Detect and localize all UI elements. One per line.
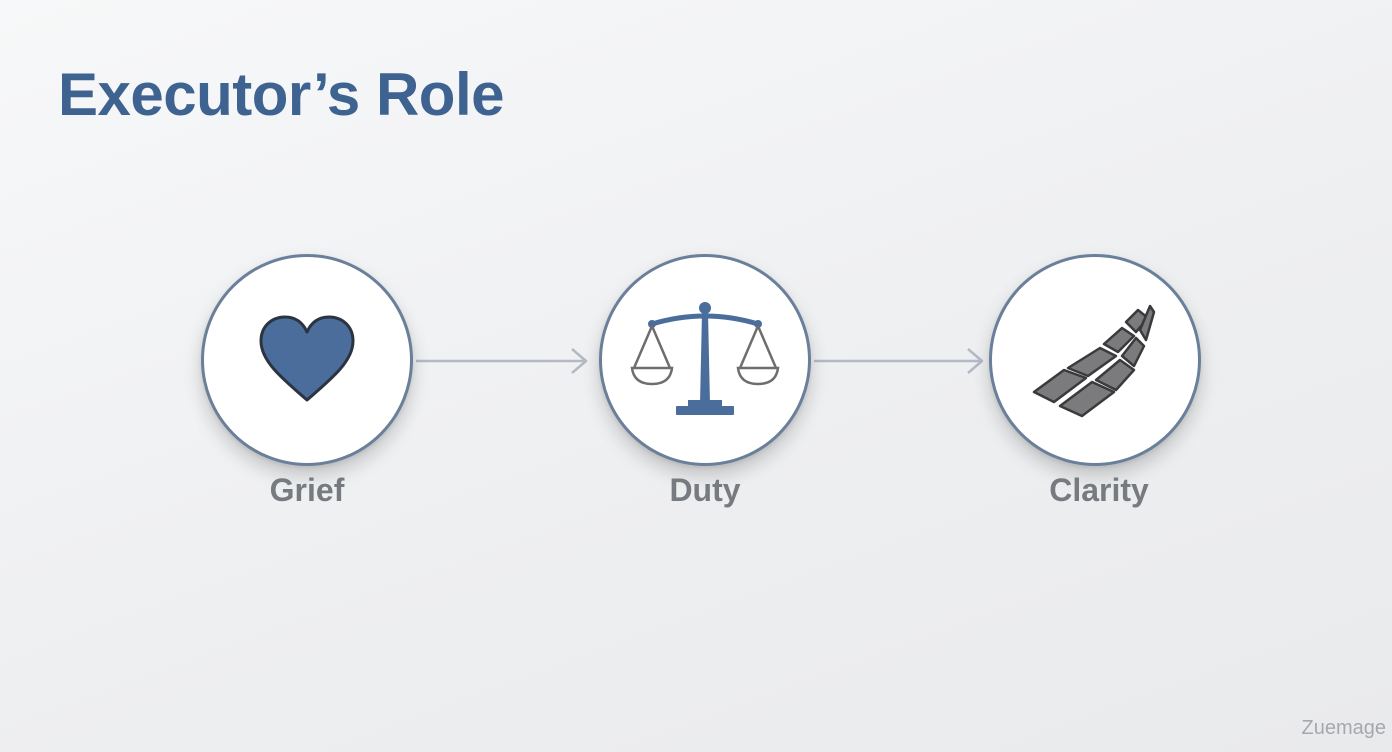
arrow-duty-to-clarity	[814, 348, 984, 374]
path-tiles-icon	[1032, 304, 1156, 418]
scales-icon	[630, 302, 780, 415]
step-label-duty: Duty	[669, 472, 741, 508]
arrow-grief-to-duty	[416, 348, 588, 374]
step-label-clarity: Clarity	[1049, 472, 1149, 508]
heart-icon	[259, 315, 355, 402]
step-grief-circle	[201, 254, 413, 466]
watermark-text: Zuemage	[1301, 717, 1387, 739]
step-duty-circle	[599, 254, 811, 466]
step-label-grief: Grief	[269, 472, 345, 508]
page-title: Executor’s Role	[58, 61, 505, 128]
step-clarity-circle	[989, 254, 1201, 466]
